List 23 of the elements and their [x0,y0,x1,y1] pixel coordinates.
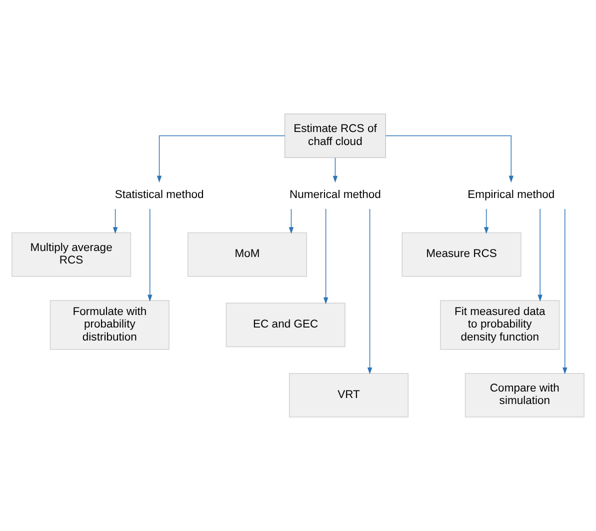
arrow [385,135,514,183]
arrow [538,208,542,302]
node-box: Formulate with probability distribution [50,300,170,350]
node-box: MoM [187,232,308,277]
node-box: Compare with simulation [464,373,584,418]
node-text: Empirical method [468,188,555,201]
arrow [484,208,489,234]
node-text: Numerical method [290,188,381,201]
arrow [562,208,568,374]
arrow [112,208,118,234]
node-box: Multiply average RCS [12,232,132,277]
arrow [323,208,328,304]
node-box: EC and GEC [226,302,346,348]
arrow [367,208,372,374]
node-text: Statistical method [114,188,204,201]
arrow [156,135,286,183]
node-box: Estimate RCS of chaff cloud [284,114,386,158]
node-box: Measure RCS [402,232,522,277]
node-box: VRT [288,373,409,418]
arrow [288,208,294,234]
arrow [332,158,338,183]
node-box: Fit measured data to probability density function [440,300,560,350]
arrow [148,208,152,302]
